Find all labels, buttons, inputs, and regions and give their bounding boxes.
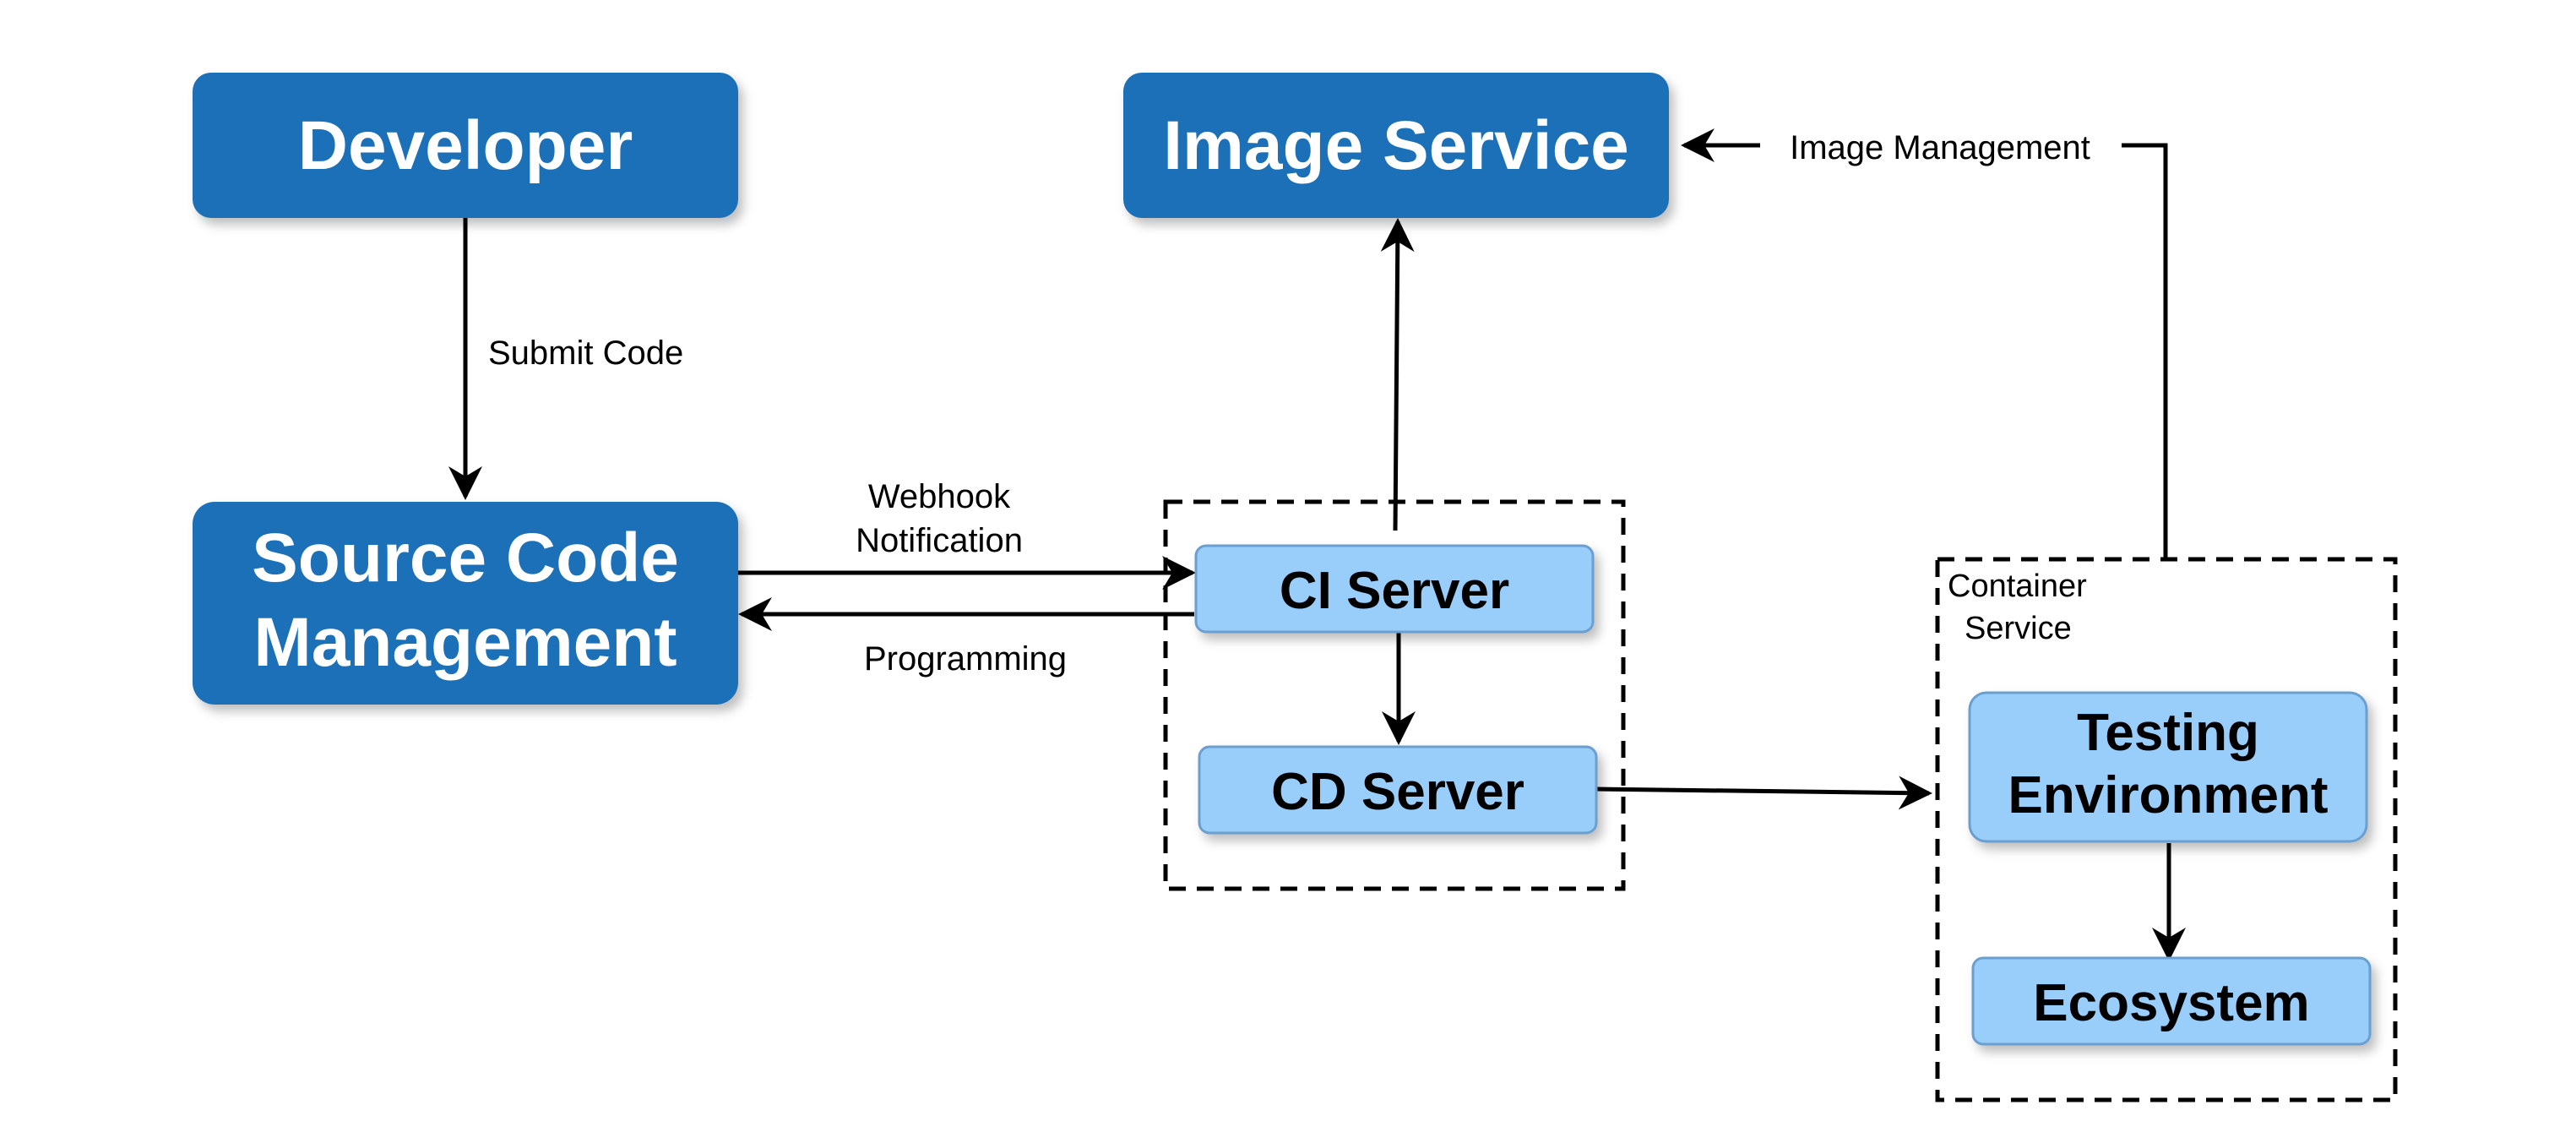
image-service-node: Image Service [1123,73,1669,218]
testing-environment-node: Testing Environment [1968,691,2368,843]
image-management-arrow [1681,128,2168,559]
source-code-management-label: Source Code [252,520,679,596]
image-service-label: Image Service [1163,107,1629,184]
webhook-label: Webhook [868,478,1011,515]
ci-server-node: CI Server [1194,544,1595,634]
webhook-label-line2: Notification [856,522,1023,559]
ecosystem-label: Ecosystem [2033,974,2309,1032]
ecosystem-node: Ecosystem [1971,956,2372,1046]
ci-server-label: CI Server [1280,562,1509,620]
image-management-label: Image Management [1790,129,2090,166]
testing-environment-label: Testing [2077,704,2259,762]
container-service-label-line2: Service [1965,611,2072,646]
source-code-management-label-line2: Management [253,604,677,681]
cd-server-node: CD Server [1198,745,1598,835]
image-management-label-bg [1760,125,2122,169]
ci-to-image-arrow [1380,218,1415,531]
source-code-management-node: Source Code Management [193,502,738,705]
programming-label: Programming [864,640,1067,678]
developer-node: Developer [193,73,738,218]
submit-code-label: Submit Code [488,335,683,372]
cd-to-container-arrow [1595,776,1932,810]
cd-server-label: CD Server [1271,763,1524,821]
testing-environment-label-line2: Environment [2008,766,2329,825]
container-service-label: Container [1948,569,2087,604]
developer-label: Developer [298,107,633,184]
